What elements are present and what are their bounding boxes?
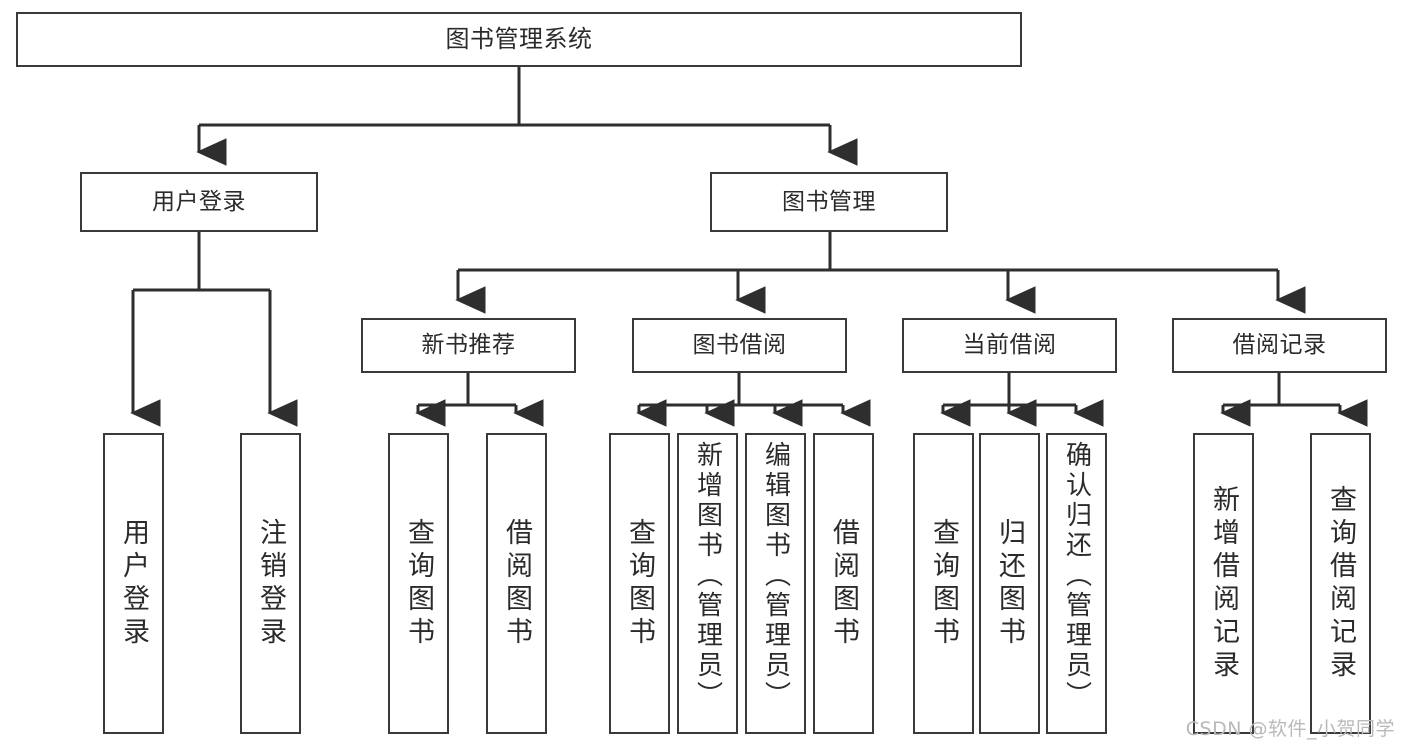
node-label: 用户登录 [118,517,149,650]
node-label: 编辑图书（管理员） [760,441,791,711]
node-label: 新书推荐 [421,332,516,359]
node-label: 查询图书 [403,517,434,650]
node-book-manage[interactable]: 图书管理 [710,172,948,232]
node-label: 图书借阅 [692,332,787,359]
watermark-text: CSDN @软件_小贺同学 [1185,718,1395,740]
node-label: 查询图书 [624,517,655,650]
node-leaf-return-book[interactable]: 归还图书 [979,433,1040,734]
node-label: 归还图书 [994,517,1025,650]
node-label: 借阅图书 [501,517,532,650]
node-leaf-add-record[interactable]: 新增借阅记录 [1193,433,1254,734]
node-label: 查询图书 [928,517,959,650]
node-borrow-record[interactable]: 借阅记录 [1172,318,1387,373]
node-label: 借阅图书 [828,517,859,650]
node-label: 确认归还（管理员） [1061,441,1092,711]
node-label: 查询借阅记录 [1325,484,1356,683]
node-leaf-add-book[interactable]: 新增图书（管理员） [677,433,738,734]
node-label: 新增图书（管理员） [692,441,723,711]
node-leaf-logout-login[interactable]: 注销登录 [240,433,301,734]
node-label: 当前借阅 [962,332,1057,359]
node-user-login[interactable]: 用户登录 [80,172,318,232]
node-leaf-borrow-book-2[interactable]: 借阅图书 [813,433,874,734]
node-label: 新增借阅记录 [1208,484,1239,683]
node-leaf-confirm-return[interactable]: 确认归还（管理员） [1046,433,1107,734]
node-label: 用户登录 [152,188,246,215]
node-leaf-query-book-3[interactable]: 查询图书 [913,433,974,734]
node-label: 图书管理 [782,188,876,215]
node-new-book-recommend[interactable]: 新书推荐 [361,318,576,373]
node-leaf-query-record[interactable]: 查询借阅记录 [1310,433,1371,734]
node-book-borrow[interactable]: 图书借阅 [632,318,847,373]
node-leaf-borrow-book-1[interactable]: 借阅图书 [486,433,547,734]
node-label: 注销登录 [255,517,286,650]
node-leaf-user-login[interactable]: 用户登录 [103,433,164,734]
node-label: 图书管理系统 [445,24,593,53]
node-leaf-edit-book[interactable]: 编辑图书（管理员） [745,433,806,734]
node-leaf-query-book-2[interactable]: 查询图书 [609,433,670,734]
node-label: 借阅记录 [1232,332,1327,359]
node-leaf-query-book-1[interactable]: 查询图书 [388,433,449,734]
node-root-system[interactable]: 图书管理系统 [16,12,1022,67]
node-current-borrow[interactable]: 当前借阅 [902,318,1117,373]
